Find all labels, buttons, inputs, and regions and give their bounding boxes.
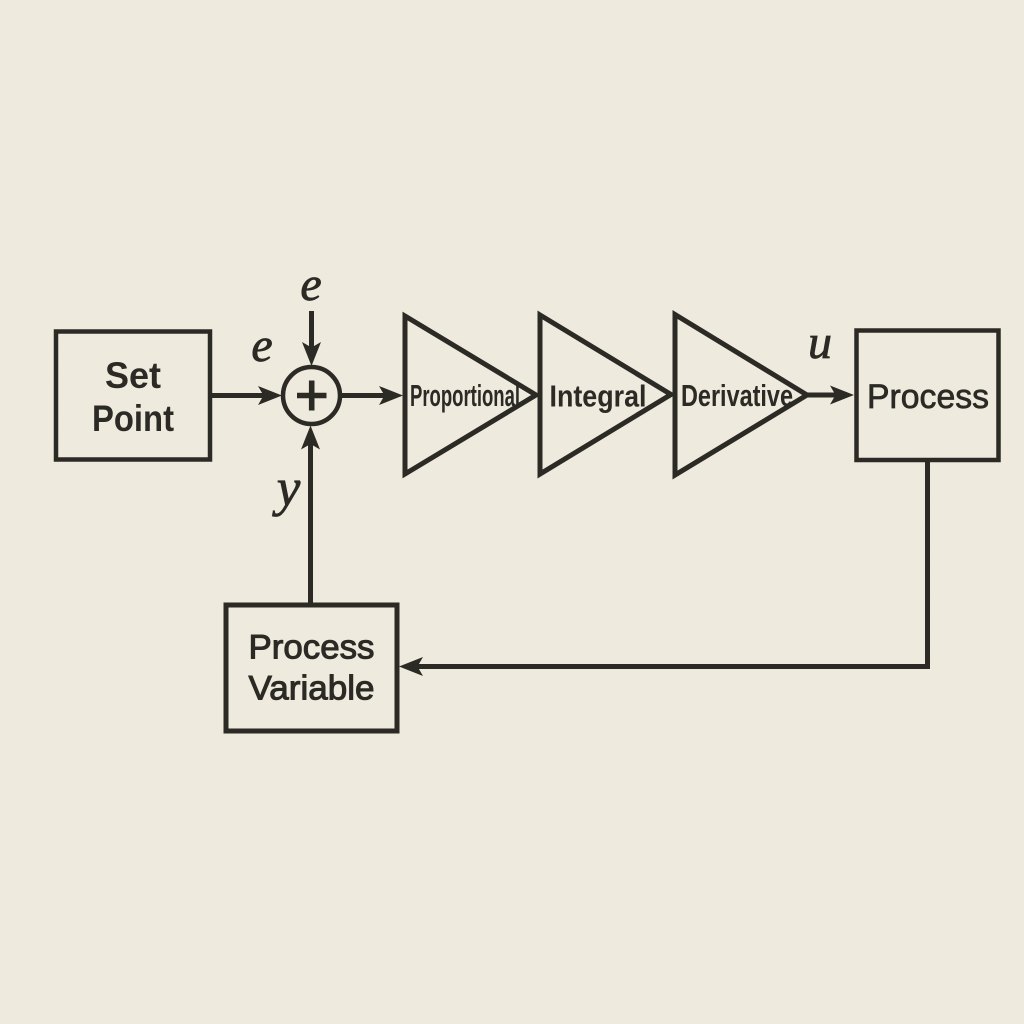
- svg-text:e: e: [251, 319, 272, 372]
- svg-text:Proportional: Proportional: [410, 378, 520, 413]
- svg-text:y: y: [272, 459, 301, 517]
- svg-text:u: u: [808, 316, 832, 369]
- svg-text:Set: Set: [105, 355, 161, 396]
- svg-text:Derivative: Derivative: [681, 378, 793, 413]
- svg-text:Integral: Integral: [550, 379, 647, 414]
- svg-text:e: e: [300, 258, 321, 311]
- svg-text:Process: Process: [867, 378, 989, 416]
- svg-text:Variable: Variable: [249, 670, 375, 708]
- svg-text:Point: Point: [92, 398, 174, 439]
- svg-text:Process: Process: [249, 629, 375, 667]
